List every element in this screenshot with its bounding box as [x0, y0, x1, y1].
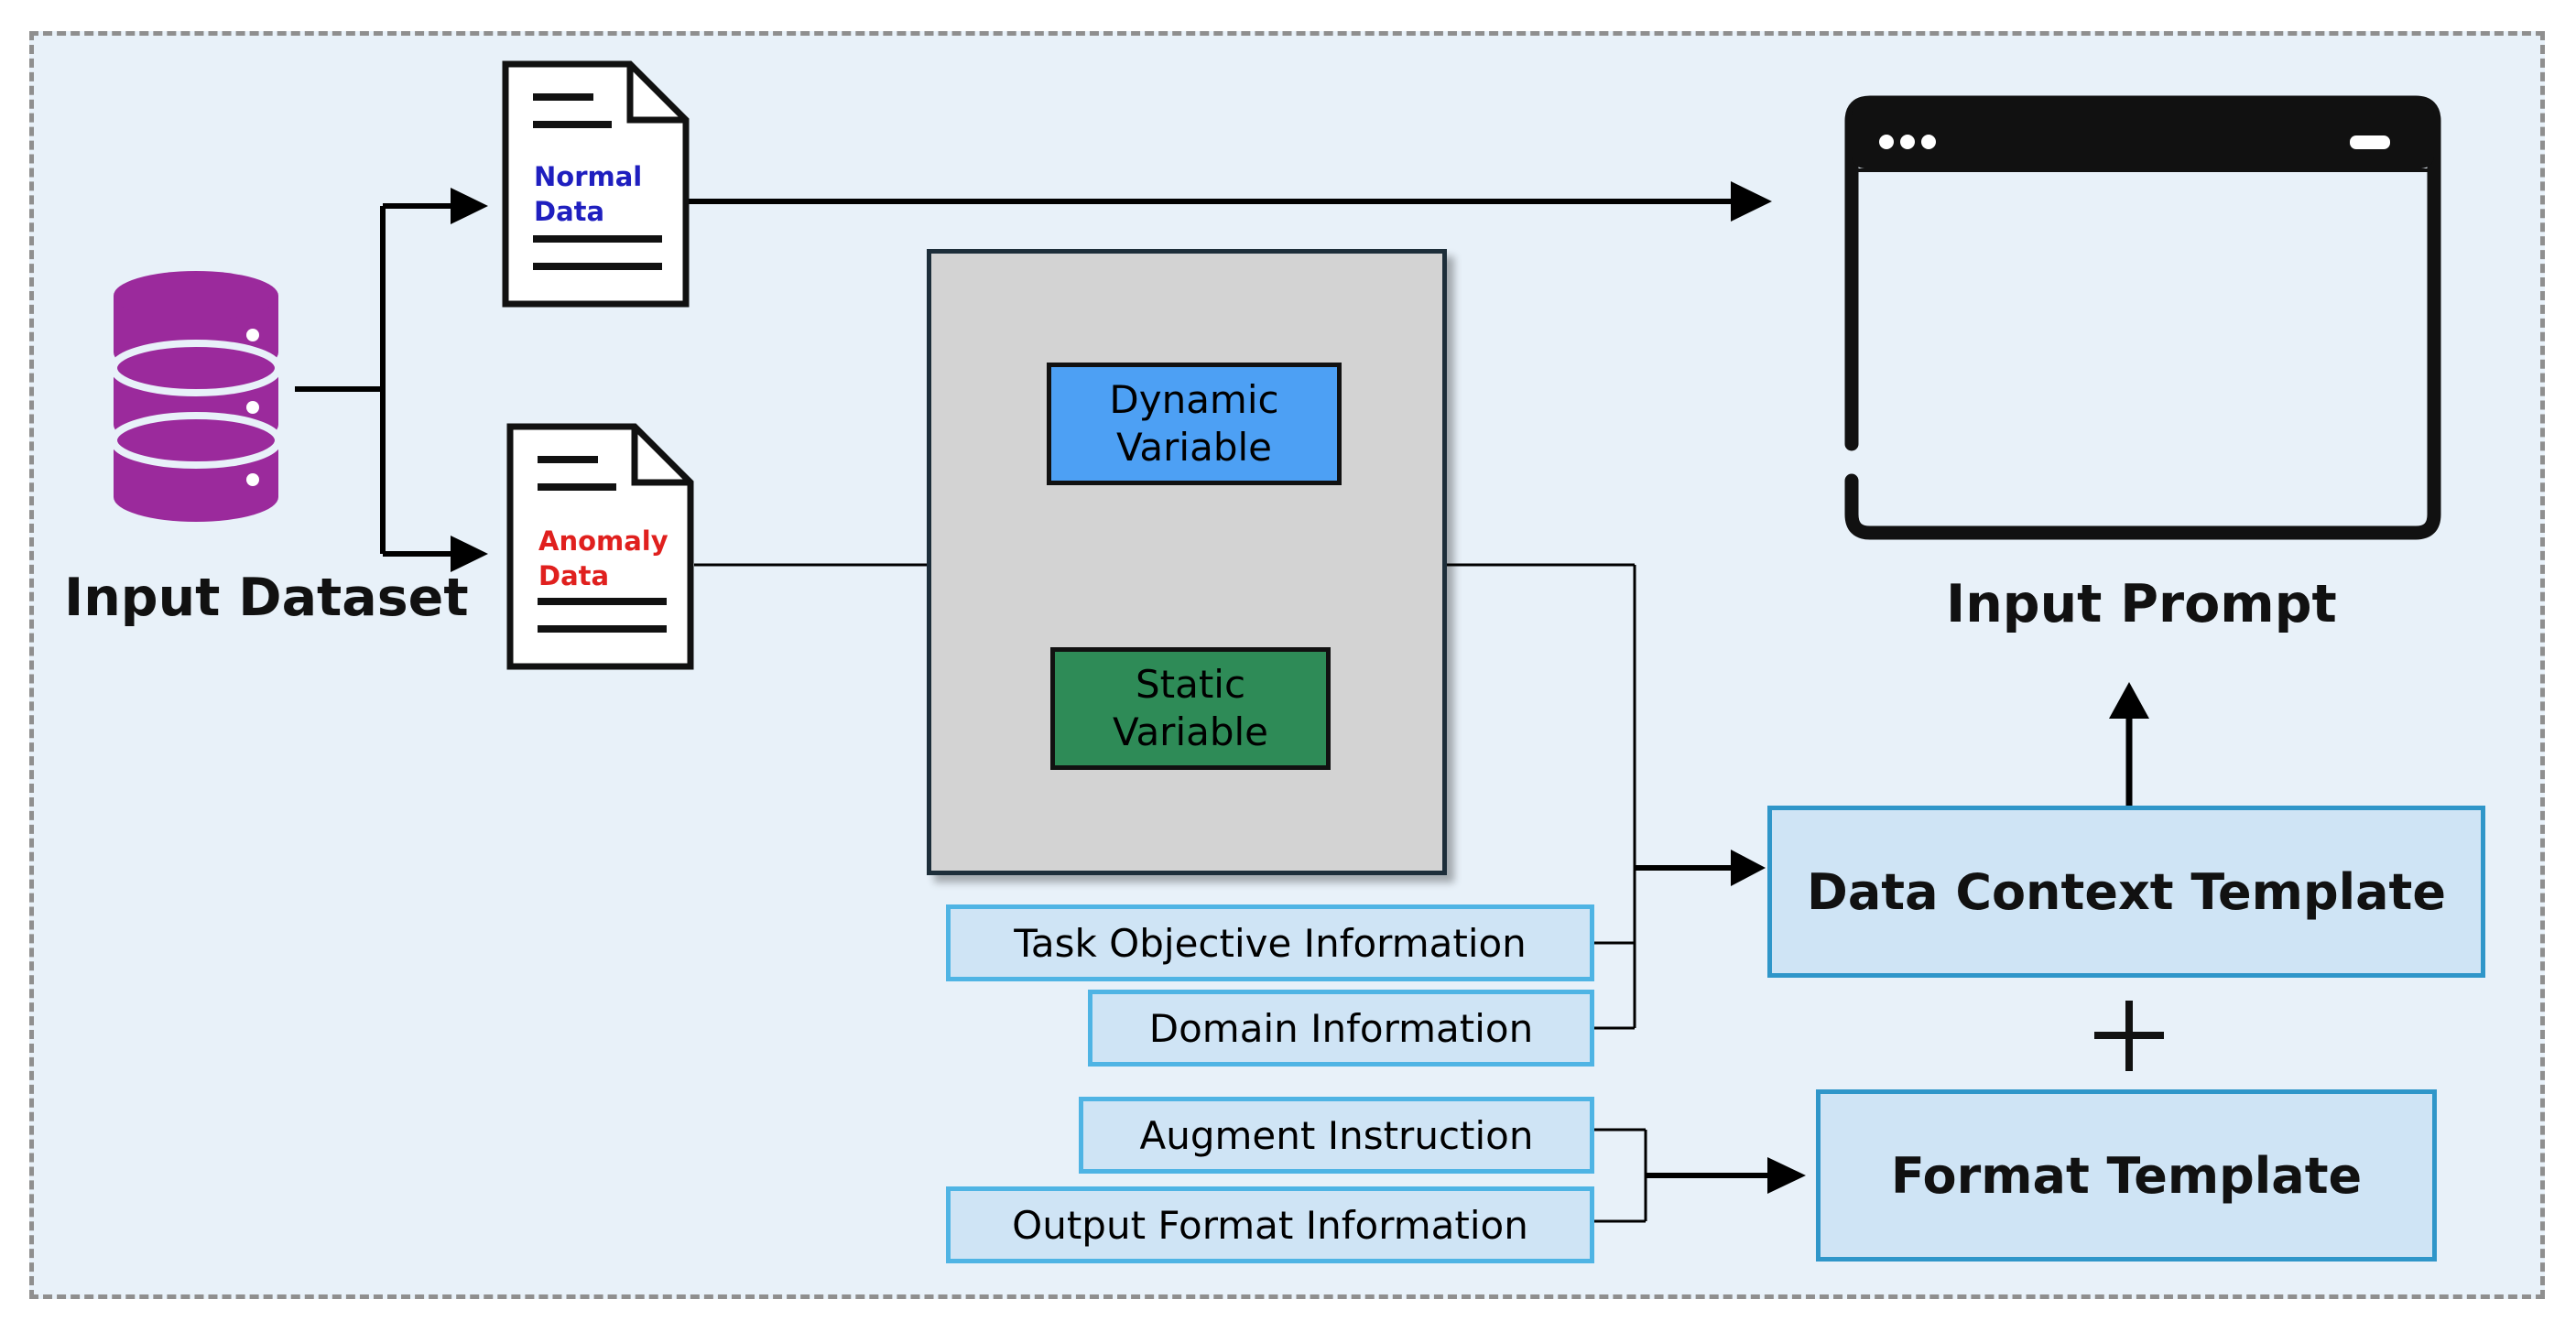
task-objective-info-box: Task Objective Information	[946, 904, 1594, 981]
domain-info-box: Domain Information	[1088, 990, 1594, 1067]
normal-data-label: Normal Data	[534, 161, 643, 227]
arrow-to-anomaly-data	[451, 536, 488, 572]
database-segment-top	[110, 340, 282, 396]
normal-data-document: Normal Data	[502, 60, 690, 308]
data-context-template-box: Data Context Template	[1767, 806, 2485, 978]
document-icon	[506, 423, 694, 670]
plus-icon	[2094, 1001, 2164, 1071]
arrow-to-format-template	[1767, 1157, 1806, 1194]
data-context-template-label: Data Context Template	[1807, 862, 2446, 921]
arrow-to-data-context	[1731, 850, 1766, 886]
database-icon	[110, 271, 282, 522]
instructions-to-format-connector	[1590, 1128, 1647, 1223]
anomaly-data-document: Anomaly Data	[506, 423, 694, 670]
variable-group-box	[927, 249, 1447, 875]
output-format-info-box: Output Format Information	[946, 1186, 1594, 1263]
arrow-to-normal-data	[451, 188, 488, 224]
domain-info-label: Domain Information	[1148, 1005, 1534, 1051]
static-variable-label: Static Variable	[1112, 662, 1269, 754]
database-segment-top	[110, 412, 282, 469]
document-icon	[502, 60, 690, 308]
task-objective-label: Task Objective Information	[1014, 920, 1527, 966]
anomaly-data-label: Anomaly Data	[538, 525, 668, 591]
database-indicator-dot	[246, 473, 259, 486]
format-template-label: Format Template	[1890, 1146, 2363, 1205]
browser-window-icon	[1844, 95, 2441, 540]
static-variable-box: Static Variable	[1050, 647, 1331, 770]
input-prompt-label: Input Prompt	[1946, 574, 2337, 634]
output-format-label: Output Format Information	[1012, 1202, 1528, 1248]
input-dataset-label: Input Dataset	[64, 568, 469, 628]
dynamic-variable-label: Dynamic Variable	[1109, 377, 1279, 470]
dataset-split-connector	[295, 203, 453, 557]
arrow-up-to-prompt	[2109, 682, 2149, 719]
database-indicator-dot	[246, 401, 259, 414]
format-template-box: Format Template	[1816, 1089, 2437, 1262]
database-indicator-dot	[246, 329, 259, 341]
arrow-to-input-prompt	[1731, 181, 1772, 222]
augment-instruction-label: Augment Instruction	[1139, 1112, 1534, 1158]
dynamic-variable-box: Dynamic Variable	[1047, 363, 1342, 485]
database-segment-top	[114, 271, 278, 320]
augment-instruction-box: Augment Instruction	[1079, 1097, 1594, 1174]
